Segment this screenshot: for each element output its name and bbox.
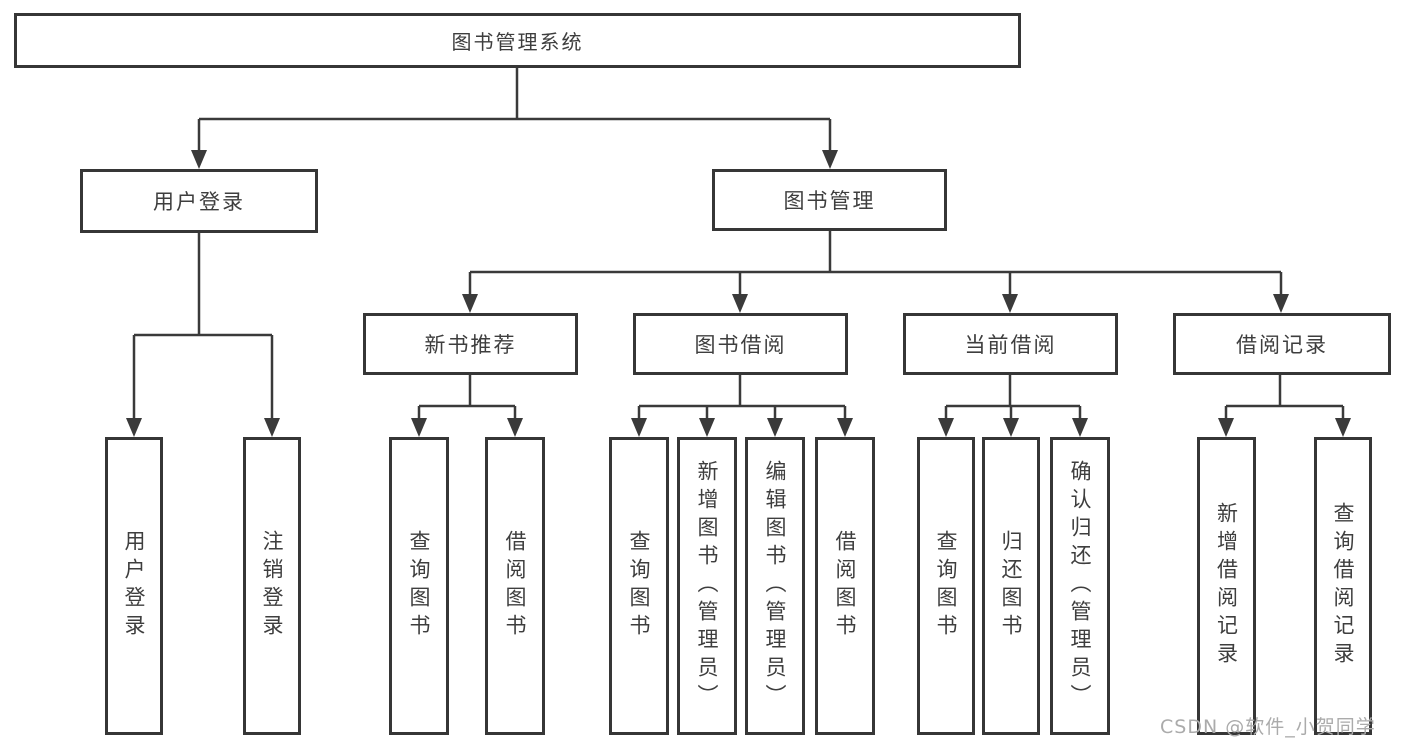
leaf-query-books-recommend: 查询图书	[389, 437, 449, 735]
node-book-borrowing: 图书借阅	[633, 313, 848, 375]
leaf-add-borrow-record: 新增借阅记录	[1197, 437, 1256, 735]
node-current-borrowing: 当前借阅	[903, 313, 1118, 375]
node-label: 查询借阅记录	[1331, 502, 1355, 670]
node-label: 编辑图书（管理员）	[763, 460, 787, 712]
node-label: 用户登录	[153, 190, 245, 214]
node-label: 用户登录	[122, 530, 146, 642]
node-label: 查询图书	[407, 530, 431, 642]
node-borrowing-records: 借阅记录	[1173, 313, 1391, 375]
node-label: 图书借阅	[694, 333, 787, 357]
node-book-management: 图书管理	[712, 169, 947, 231]
node-user-login: 用户登录	[80, 169, 318, 233]
node-label: 确认归还（管理员）	[1068, 460, 1092, 712]
node-label: 查询图书	[934, 530, 958, 642]
leaf-logout: 注销登录	[243, 437, 301, 735]
node-label: 借阅记录	[1236, 333, 1328, 357]
leaf-borrow-books: 借阅图书	[815, 437, 875, 735]
node-label: 新书推荐	[424, 333, 517, 357]
node-label: 借阅图书	[503, 530, 527, 642]
node-label: 新增借阅记录	[1214, 502, 1239, 670]
node-label: 图书管理系统	[451, 30, 584, 54]
leaf-borrow-books-recommend: 借阅图书	[485, 437, 545, 735]
node-label: 当前借阅	[964, 333, 1057, 357]
leaf-add-books-admin: 新增图书（管理员）	[677, 437, 737, 735]
leaf-edit-books-admin: 编辑图书（管理员）	[745, 437, 805, 735]
node-library-management-system: 图书管理系统	[14, 13, 1021, 68]
leaf-query-books-current: 查询图书	[917, 437, 975, 735]
node-label: 注销登录	[260, 530, 284, 642]
node-label: 借阅图书	[833, 530, 857, 642]
csdn-watermark: CSDN @软件_小贺同学	[1160, 716, 1376, 738]
leaf-confirm-return-admin: 确认归还（管理员）	[1050, 437, 1110, 735]
node-label: 查询图书	[627, 530, 651, 642]
node-label: 新增图书（管理员）	[695, 460, 719, 712]
leaf-return-books: 归还图书	[982, 437, 1040, 735]
node-new-book-recommend: 新书推荐	[363, 313, 578, 375]
leaf-user-login: 用户登录	[105, 437, 163, 735]
leaf-query-books-borrowing: 查询图书	[609, 437, 669, 735]
node-label: 归还图书	[999, 530, 1023, 642]
node-label: 图书管理	[783, 189, 876, 213]
leaf-query-borrow-record: 查询借阅记录	[1314, 437, 1372, 735]
